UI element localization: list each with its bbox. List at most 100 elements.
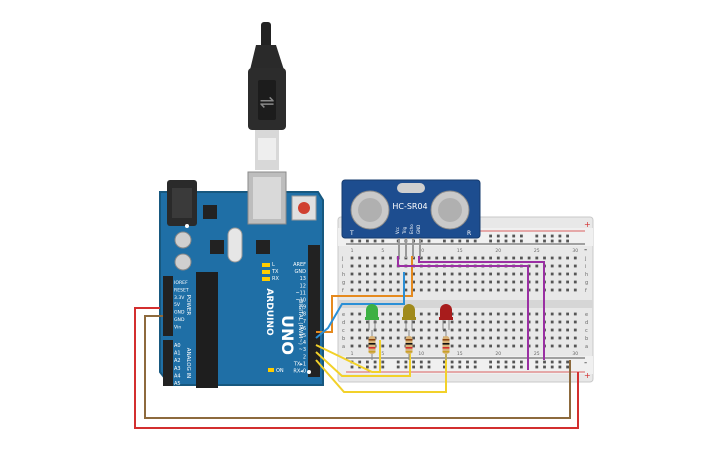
led-yellow[interactable] [402, 304, 416, 330]
hole [550, 344, 554, 348]
hole [389, 280, 392, 284]
wire-red-5v[interactable] [134, 307, 579, 429]
wire-yellow-led1[interactable] [315, 340, 381, 373]
hole [435, 336, 439, 340]
column-number: 5 [381, 248, 384, 254]
hole [512, 344, 516, 348]
row-letter: h [342, 272, 345, 278]
hole [450, 272, 454, 276]
led-green[interactable] [365, 304, 379, 330]
hole [419, 288, 423, 292]
resistor-band [405, 339, 413, 341]
wire-brown-gnd[interactable] [144, 315, 571, 419]
row-letter: c [342, 328, 345, 334]
hole [566, 312, 569, 316]
analog-pin-label: A0 [174, 343, 181, 349]
hole [566, 365, 569, 369]
hole [419, 360, 423, 364]
digital-pin-label: RX◂0 [293, 369, 306, 375]
column-number: 25 [534, 351, 540, 357]
hole [496, 360, 500, 364]
hole [473, 365, 477, 369]
hole [473, 272, 477, 276]
reset-button[interactable] [298, 202, 310, 214]
hole [527, 328, 531, 332]
hole [404, 280, 408, 284]
wire-purple-vcc[interactable] [397, 256, 529, 370]
hole [443, 239, 446, 243]
hole [466, 360, 469, 364]
hole [443, 328, 446, 332]
hole [443, 320, 446, 324]
hole [512, 288, 516, 292]
led-red[interactable] [439, 304, 453, 330]
hole [520, 312, 523, 316]
hole [550, 360, 554, 364]
hole [381, 288, 385, 292]
resistor[interactable] [368, 330, 376, 360]
digital-pin-label: 8 [303, 312, 306, 318]
hole [573, 256, 577, 260]
resistor-band [405, 347, 413, 349]
hole [450, 344, 454, 348]
hole [520, 365, 523, 369]
hole [496, 328, 500, 332]
hole [504, 328, 508, 332]
hole [527, 256, 531, 260]
resistor[interactable] [442, 330, 450, 360]
arduino-uno-board[interactable]: L TX RX ON ARDUINO UNO DIGITAL (PWM~) PO… [159, 171, 324, 388]
hole [512, 312, 516, 316]
hole [450, 312, 454, 316]
hole [350, 344, 354, 348]
hole [366, 272, 369, 276]
hole [412, 288, 415, 292]
hole [381, 272, 385, 276]
hole [450, 336, 454, 340]
hole [520, 272, 523, 276]
hole [527, 312, 531, 316]
hole [404, 288, 408, 292]
hole [566, 328, 569, 332]
hole [396, 365, 400, 369]
hole [350, 272, 354, 276]
wire-orange-echo[interactable] [316, 256, 413, 333]
hole [466, 256, 469, 260]
sensor-label: HC-SR04 [392, 202, 427, 211]
hole [458, 365, 462, 369]
resistor[interactable] [405, 330, 413, 360]
sensor-pin-label: Echo [409, 224, 414, 234]
hole [427, 256, 431, 260]
row-letter: c [585, 328, 588, 334]
column-number: 10 [418, 248, 424, 254]
hole [458, 336, 462, 340]
column-number: 10 [418, 351, 424, 357]
hole [489, 288, 492, 292]
hole [566, 288, 569, 292]
hole [520, 360, 523, 364]
hole [358, 328, 362, 332]
hole [458, 312, 462, 316]
hole [535, 280, 539, 284]
l-led-label: L [272, 262, 275, 268]
hole [520, 234, 523, 238]
wire-purple-gnd[interactable] [418, 256, 545, 360]
hole [396, 280, 400, 284]
column-number: 1 [351, 248, 354, 254]
hole [350, 256, 354, 260]
hole [419, 336, 423, 340]
row-letter: d [585, 320, 588, 326]
hole [358, 320, 362, 324]
hole [435, 280, 439, 284]
hole [550, 264, 554, 268]
hole [466, 320, 469, 324]
column-number: 15 [457, 351, 463, 357]
hole [350, 328, 354, 332]
hole [435, 328, 439, 332]
hole [466, 280, 469, 284]
wire-yellow-led2[interactable] [315, 340, 411, 377]
wire-yellow-led3[interactable] [315, 340, 447, 393]
wire-blue-trig[interactable] [315, 272, 405, 339]
hole [366, 239, 369, 243]
